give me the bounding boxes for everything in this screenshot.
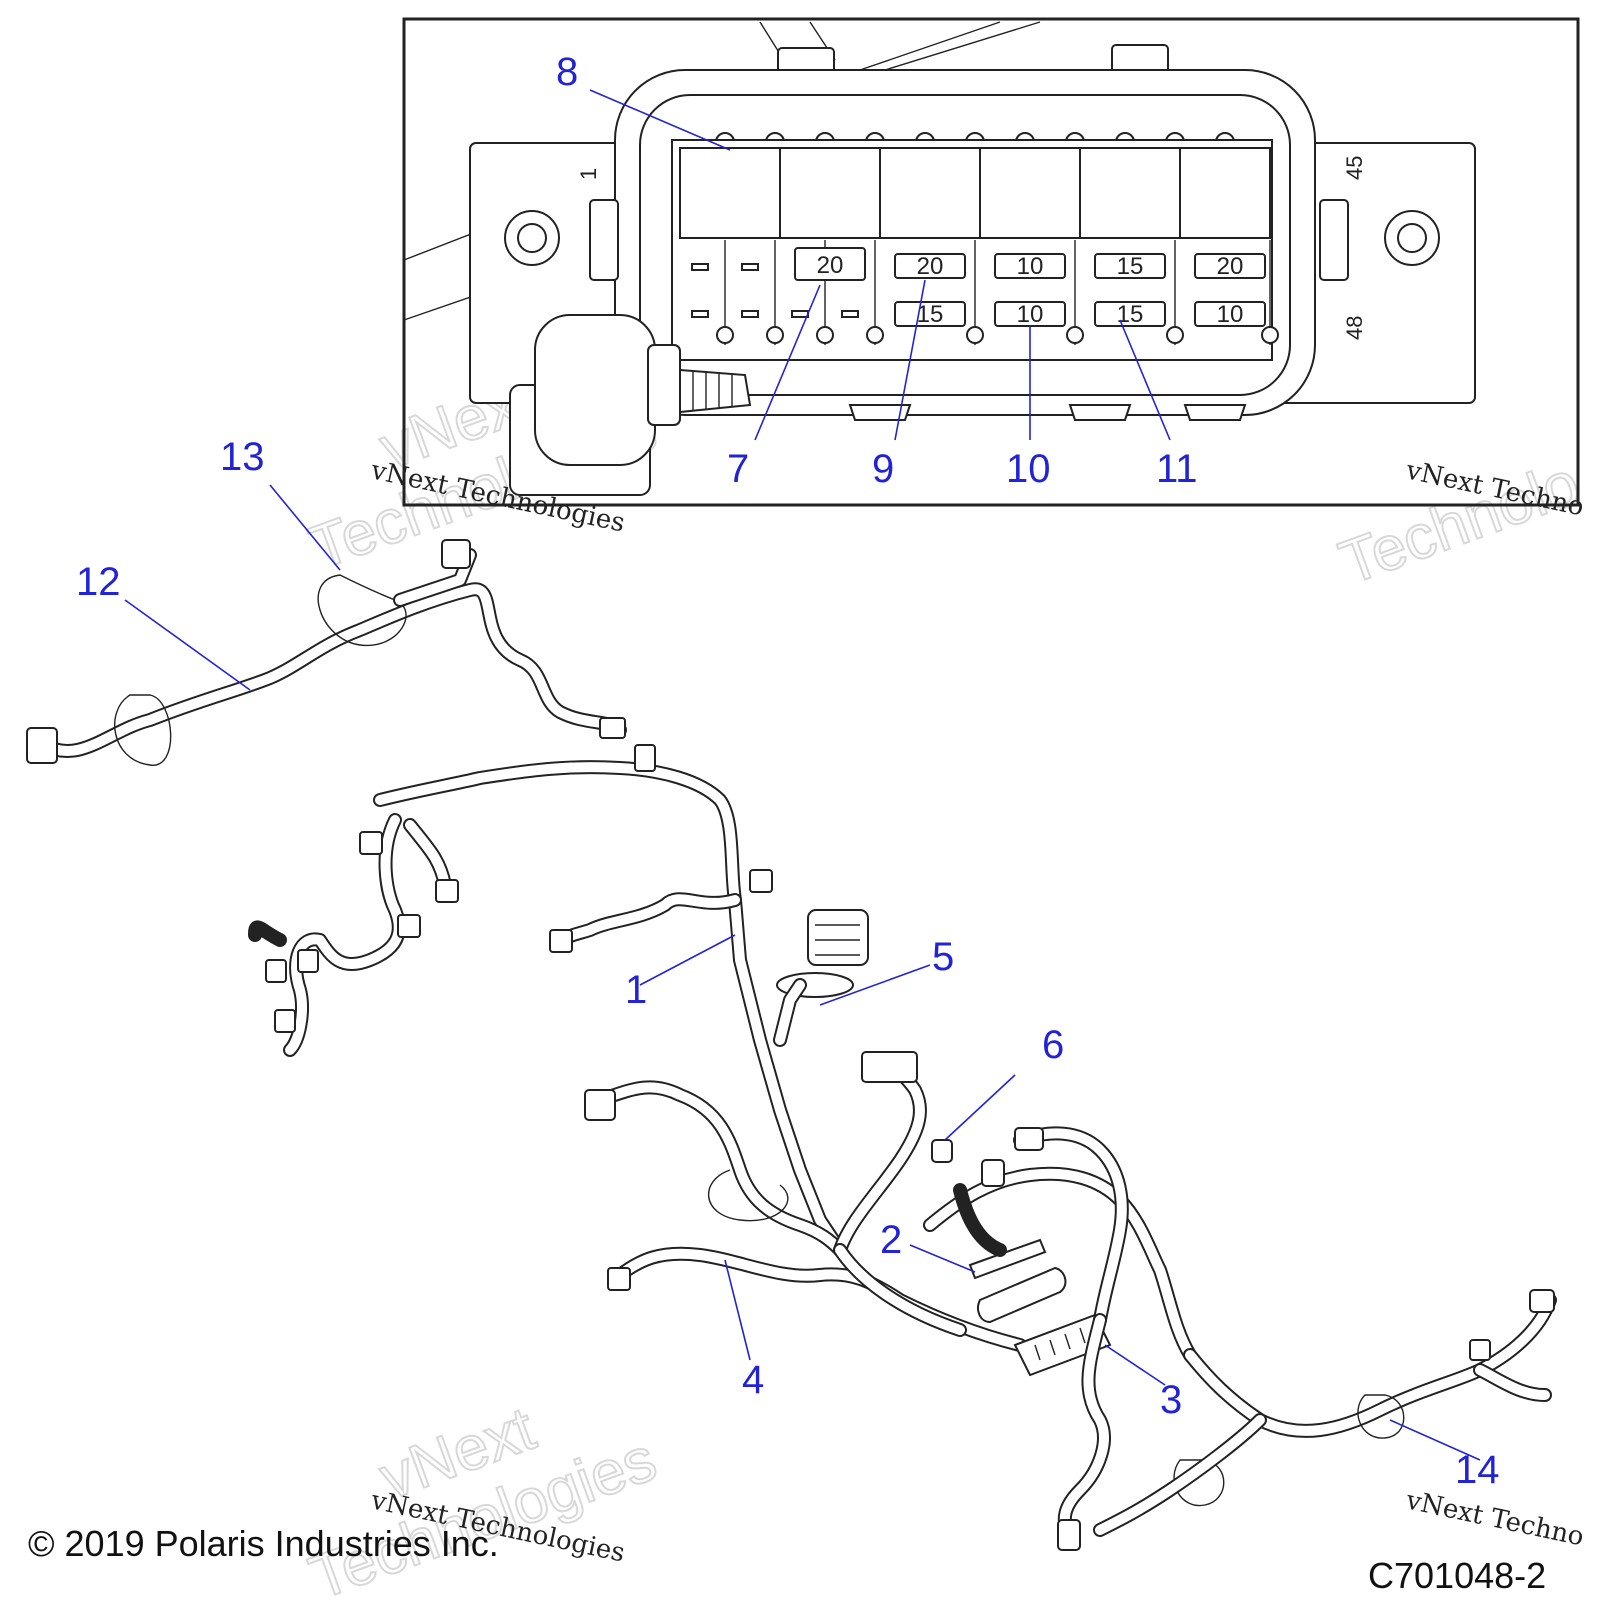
top-clip-right (1111, 44, 1169, 74)
connector-13 (441, 539, 471, 569)
harness-bellows (679, 368, 752, 414)
fuse-bottom-3-rating: 15 (1117, 301, 1144, 328)
callout-12: 12 (76, 560, 121, 604)
leader-8 (589, 89, 731, 151)
side-latch-left (589, 199, 619, 281)
bottom-tab-3 (1183, 404, 1247, 421)
fuse-top-5-rating: 20 (1217, 253, 1244, 280)
leader-3 (1104, 1344, 1166, 1386)
fuse-top-3-rating: 10 (1017, 253, 1044, 280)
callout-4: 4 (742, 1358, 764, 1402)
connector-block-5 (807, 909, 869, 966)
fuse-box-3 (1013, 1313, 1112, 1377)
relay-5 (1079, 147, 1181, 239)
callout-5: 5 (932, 935, 954, 979)
callout-2: 2 (880, 1218, 902, 1262)
relay-6 (1179, 147, 1271, 239)
fuse-box-inset: 20 20 10 15 20 15 10 15 10 (403, 21, 1476, 496)
callout-13: 13 (220, 435, 265, 479)
callout-14: 14 (1455, 1448, 1500, 1492)
leader-11 (1119, 319, 1171, 441)
leader-13 (269, 484, 341, 571)
callout-3: 3 (1160, 1378, 1182, 1422)
callout-1: 1 (625, 968, 647, 1012)
side-latch-right (1319, 199, 1349, 281)
connector-12 (26, 727, 58, 764)
pin-number-45: 45 (1342, 156, 1367, 180)
fuse-top-3 (994, 253, 1066, 279)
pin-number-48: 48 (1342, 316, 1367, 340)
relay-1 (679, 147, 781, 239)
loop-13 (317, 574, 407, 647)
fuse-bottom-1-rating: 15 (917, 301, 944, 328)
inset-frame (402, 17, 1580, 507)
watermark-group: vNext Technologies Technolo vNext Techno… (300, 363, 1589, 1600)
leader-5 (819, 964, 931, 1006)
fuse-row-top: 20 20 10 15 20 (794, 247, 1266, 281)
leader-14 (1389, 1419, 1481, 1461)
fuse-top-2 (894, 253, 966, 279)
callout-7: 7 (727, 447, 749, 491)
loop-12 (114, 694, 172, 766)
leader-9 (894, 279, 926, 441)
relay-4 (979, 147, 1081, 239)
callout-9: 9 (872, 447, 894, 491)
leader-6 (944, 1074, 1016, 1141)
leader-1 (639, 934, 736, 986)
callout-6: 6 (1042, 1023, 1064, 1067)
fuse-top-2-rating: 20 (917, 253, 944, 280)
main-trunk-1 (373, 760, 847, 1257)
harness-grommet (534, 314, 656, 466)
relay-2 (779, 147, 881, 239)
leader-7 (754, 284, 821, 441)
label-plate-2 (968, 1238, 1047, 1280)
callout-11: 11 (1156, 447, 1198, 491)
leader-12 (124, 599, 251, 691)
callout-10: 10 (1006, 447, 1051, 491)
callout-labels: 1 2 3 4 5 6 7 8 9 10 11 12 13 14 (76, 50, 1500, 1492)
relay-3 (879, 147, 981, 239)
figure-id: C701048-2 (1368, 1555, 1546, 1596)
fuse-bottom-4-rating: 10 (1217, 301, 1244, 328)
fuse-top-5 (1194, 253, 1266, 279)
fuse-bottom-3 (1094, 301, 1166, 327)
fuse-bottom-1 (894, 301, 966, 327)
loop-14 (1357, 1394, 1405, 1439)
fuse-bottom-2-rating: 10 (1017, 301, 1044, 328)
watermark-text-bottom-right: vNext Techno (1403, 1485, 1587, 1552)
harness-main (26, 539, 1557, 1551)
copyright-notice: © 2019 Polaris Industries Inc. (28, 1523, 499, 1564)
fuse-bottom-4 (1194, 301, 1266, 327)
fuse-top-4-rating: 15 (1117, 253, 1144, 280)
pin-number-1: 1 (576, 168, 601, 180)
fuse-top-4 (1094, 253, 1166, 279)
relay-row (679, 147, 1271, 239)
bottom-tab-1 (848, 404, 912, 421)
bottom-tab-2 (1068, 404, 1132, 421)
fuse-top-1-rating: 20 (817, 252, 844, 279)
pin-row-bottom (716, 326, 1279, 344)
fuse-top-1 (794, 247, 866, 281)
fuse-cover-2 (977, 1266, 1067, 1324)
leader-2 (909, 1244, 976, 1273)
leader-lines (124, 89, 1481, 1461)
callout-8: 8 (556, 50, 578, 94)
leader-4 (724, 1259, 751, 1361)
connector-6 (931, 1139, 953, 1163)
